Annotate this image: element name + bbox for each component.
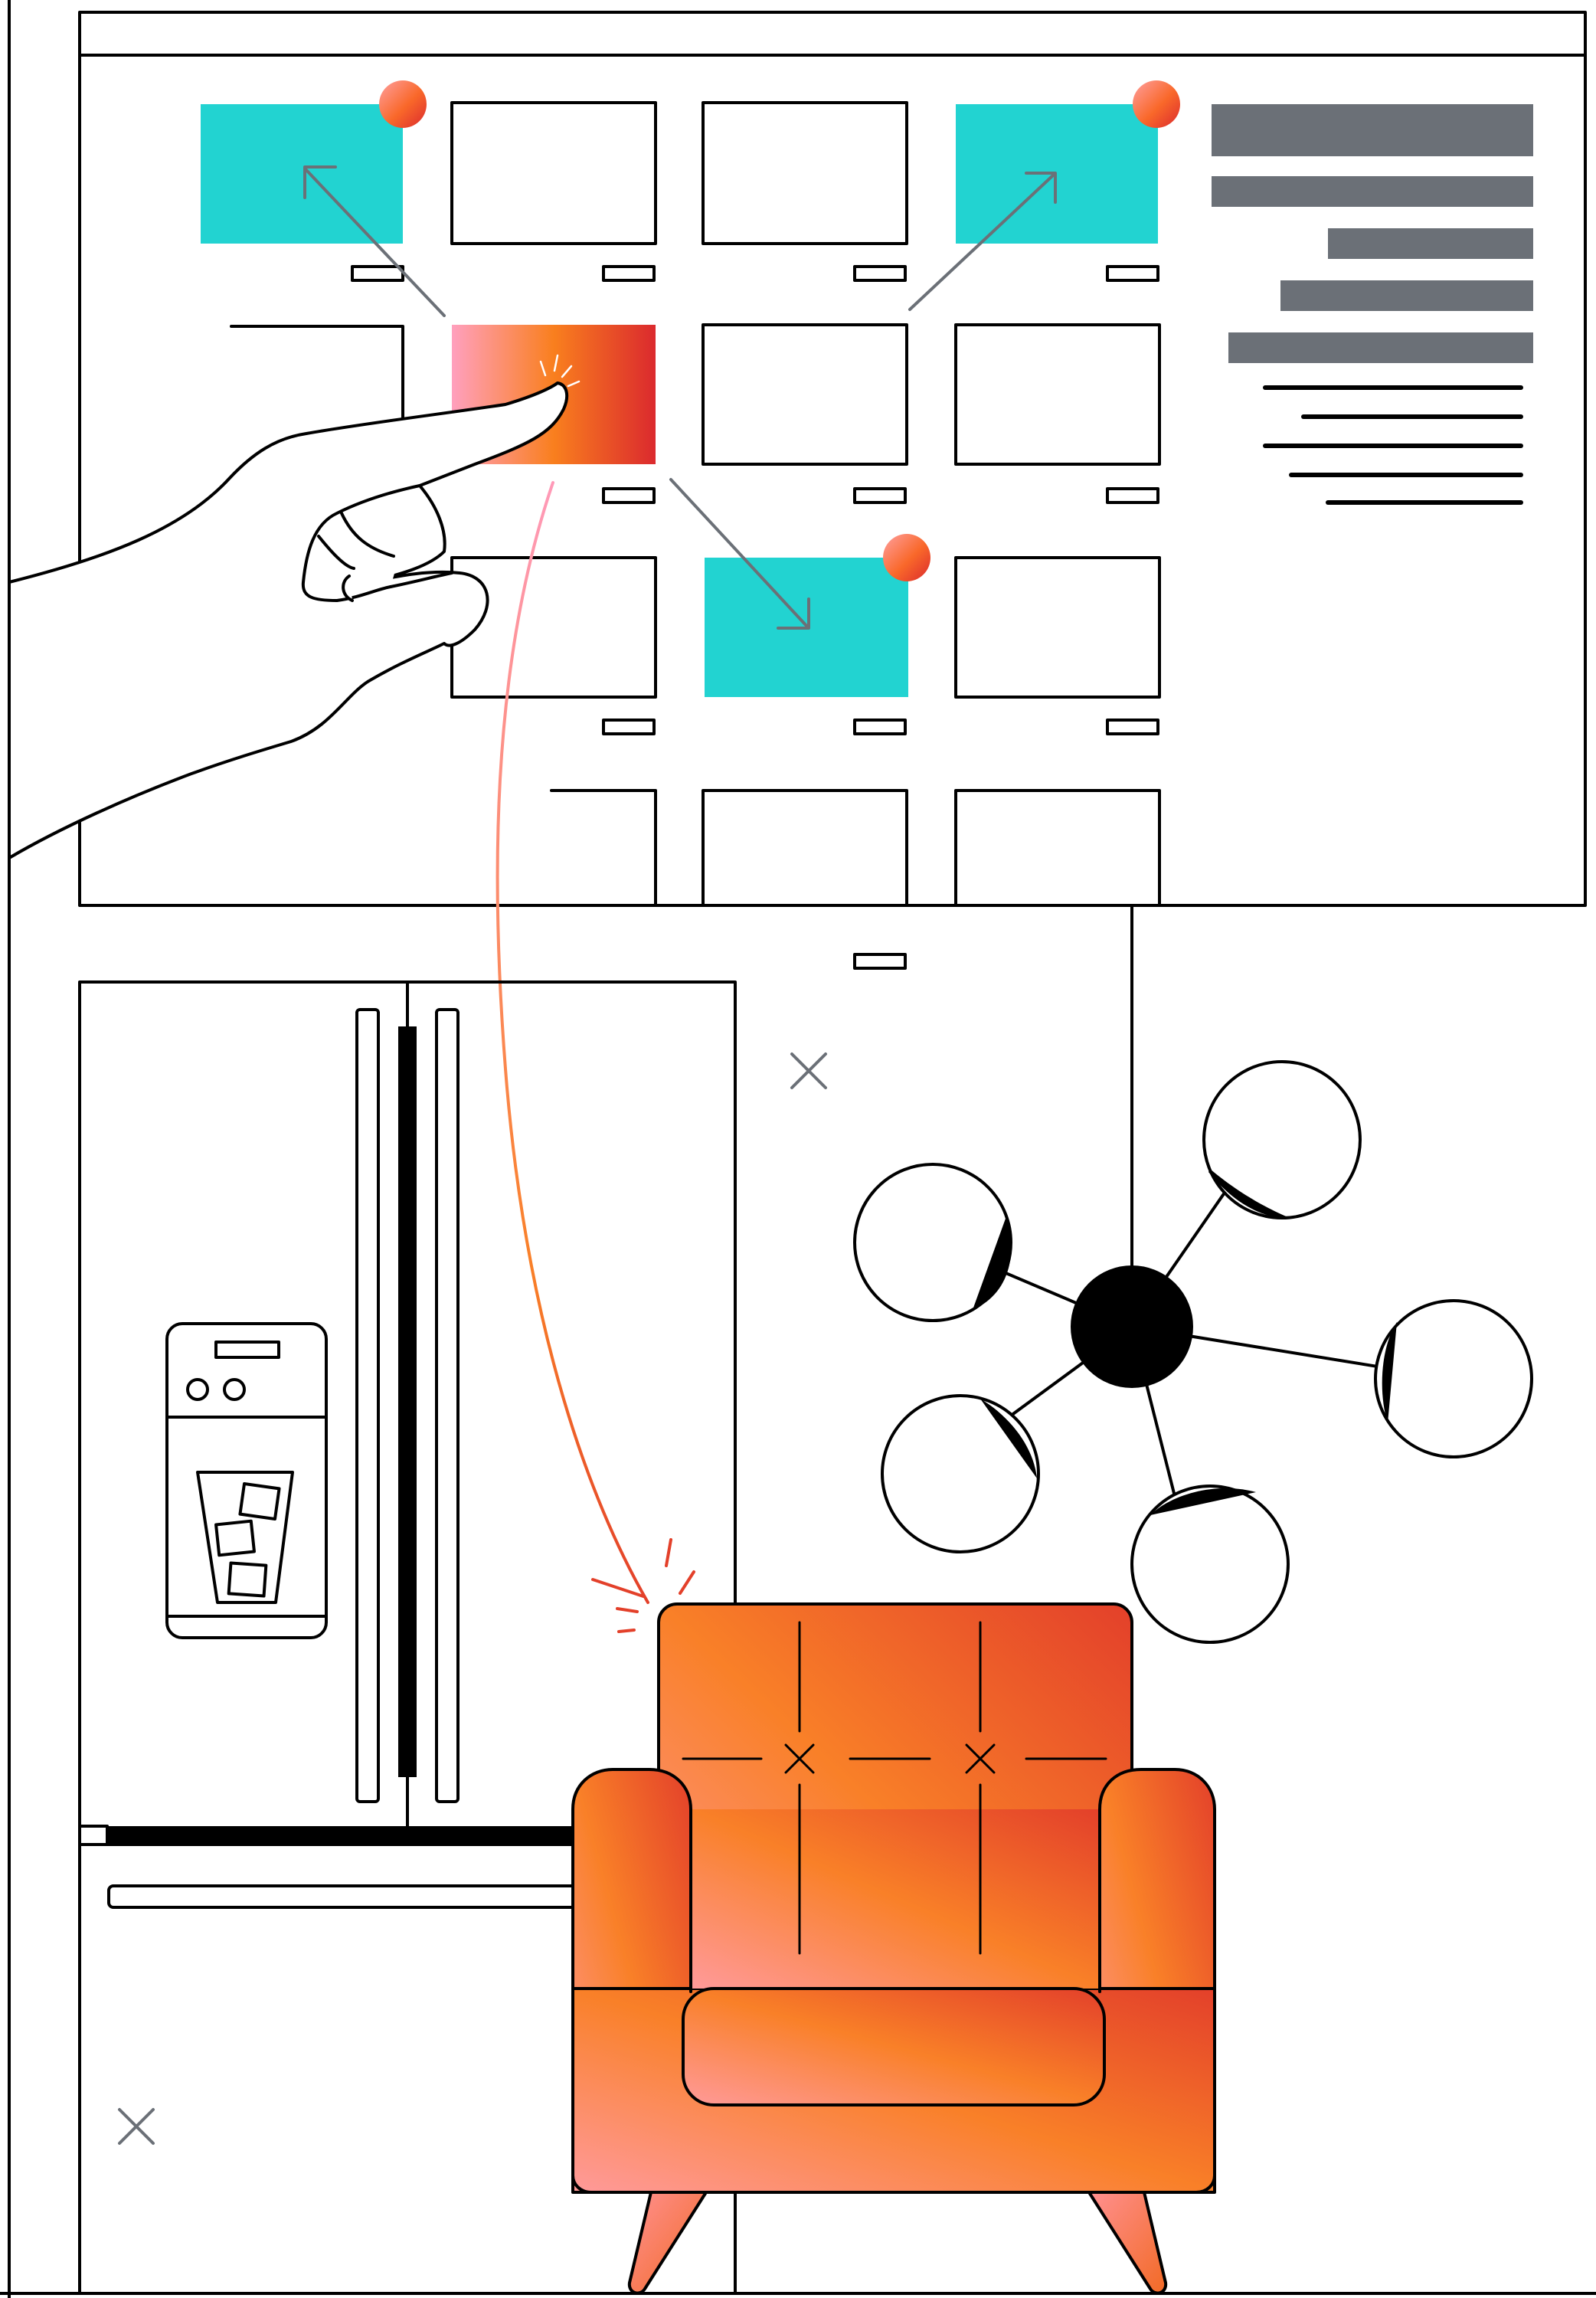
- text-blocks: [1212, 104, 1533, 363]
- fridge-handle: [435, 1008, 460, 1803]
- network-node: [881, 1394, 1040, 1553]
- ice-dispenser-icon: [165, 1322, 328, 1639]
- notification-dot: [1133, 80, 1180, 128]
- app-tile[interactable]: [954, 556, 1161, 699]
- app-tile-partial: [702, 789, 908, 907]
- app-tile[interactable]: [954, 323, 1161, 466]
- network-hub-center: [1071, 1265, 1193, 1388]
- text-lines: [1263, 385, 1523, 505]
- armchair-icon: [571, 1602, 1216, 2295]
- notification-dot: [883, 534, 930, 581]
- tap-sparkle: [539, 354, 581, 388]
- fridge-handle: [355, 1008, 380, 1803]
- network-hub-icon: [853, 1060, 1533, 1644]
- app-tile[interactable]: [702, 101, 908, 245]
- seat-cushion: [682, 1987, 1106, 2106]
- tufting: [682, 1621, 1107, 1955]
- app-tile[interactable]: [702, 323, 908, 466]
- notification-badges: [379, 80, 1180, 581]
- fridge-center-strip: [398, 1026, 417, 1777]
- network-node: [1130, 1485, 1290, 1644]
- refrigerator-icon: [78, 980, 737, 2295]
- app-tile-partial: [954, 789, 1161, 907]
- pointing-hand-icon: [8, 381, 569, 859]
- close-icon: [790, 1052, 827, 1089]
- notification-dot: [379, 80, 427, 128]
- app-tile-highlighted[interactable]: [201, 104, 403, 244]
- app-tile[interactable]: [450, 101, 657, 245]
- connection-arrows: [303, 165, 1057, 630]
- chair-activation-sparkle: [591, 1538, 695, 1633]
- network-node: [1374, 1299, 1533, 1458]
- close-icon: [118, 2108, 155, 2145]
- app-tile-partial: [550, 789, 657, 907]
- network-node: [1202, 1060, 1362, 1219]
- control-signal-curve: [495, 481, 649, 1604]
- tile-labels: [351, 265, 1159, 970]
